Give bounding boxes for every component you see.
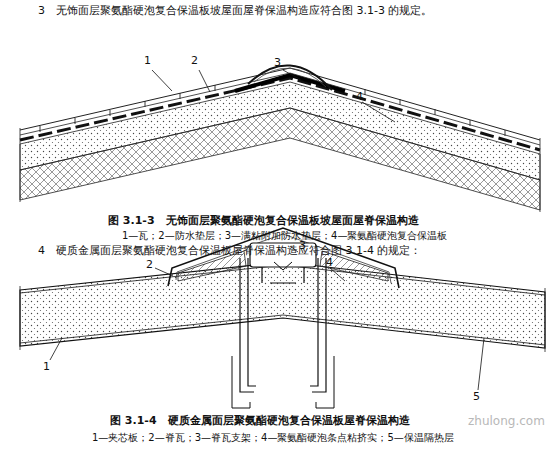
- callout-number: 3: [299, 239, 306, 252]
- callout-number: 1: [43, 360, 50, 373]
- figure-3-1-3: [20, 65, 540, 212]
- figure-caption: 图 3.1-4 硬质金属面层聚氨酯硬泡复合保温板屋脊保温构造: [110, 414, 410, 427]
- callout-number: 2: [146, 258, 153, 271]
- callout-number: 4: [326, 256, 333, 269]
- instruction-text: 4 硬质金属面层聚氨酯硬泡复合保温板屋脊保温构造应符合图 3.1-4 的规定：: [38, 244, 421, 257]
- callout-number: 4: [356, 90, 363, 103]
- figure-legend: 1—瓦；2—防水垫层；3—满粘附加防水垫层；4—聚氨酯硬泡复合保温板: [122, 230, 447, 242]
- figure-legend: 1—夹芯板；2—脊瓦；3—脊瓦支架；4—聚氨酯硬泡条点粘挤实；5—保温隔热层: [92, 432, 454, 444]
- watermark: zhulong.com: [468, 414, 545, 428]
- callout-number: 3: [274, 56, 281, 69]
- instruction-text: 3 无饰面层聚氨酯硬泡复合保温板坡屋面屋脊保温构造应符合图 3.1-3 的规定。: [38, 4, 432, 17]
- figure-caption: 图 3.1-3 无饰面层聚氨酯硬泡复合保温板坡屋面屋脊保温构造: [108, 214, 419, 227]
- callout-number: 5: [473, 390, 480, 403]
- callout-number: 1: [144, 54, 151, 67]
- callout-number: 2: [191, 54, 198, 67]
- figure-3-1-4: [20, 228, 545, 408]
